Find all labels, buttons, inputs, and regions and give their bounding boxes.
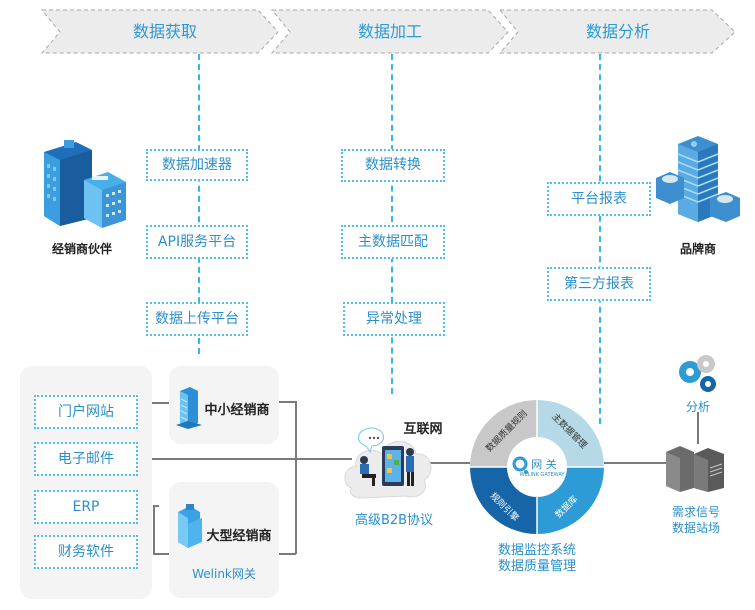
brand-building-icon xyxy=(656,136,740,222)
connector-dealers-vertical xyxy=(295,401,297,554)
step-platform-report: 平台报表 xyxy=(547,182,651,216)
stage-chevron-analysis xyxy=(498,9,736,54)
step-master-data-match: 主数据匹配 xyxy=(341,225,445,259)
internet-label: 互联网 xyxy=(403,422,443,437)
server-station-icon xyxy=(666,446,724,492)
source-portal: 门户网站 xyxy=(34,395,138,429)
ring-center-subtitle: WELINK GATEWAY xyxy=(519,472,565,478)
connector-analysis-station xyxy=(697,412,699,444)
large-dealer-label: 大型经销商 xyxy=(206,529,272,544)
connector-ring-station xyxy=(604,462,666,464)
acquisition-flow-line xyxy=(198,54,200,354)
analysis-label: 分析 xyxy=(685,400,710,414)
ring-caption-monitoring: 数据监控系统 xyxy=(497,543,576,558)
stage-banner xyxy=(40,9,736,54)
connector-large-right xyxy=(279,553,296,555)
ring-center xyxy=(507,437,567,497)
stage-label-analysis: 数据分析 xyxy=(585,22,650,41)
connector-cloud-ring xyxy=(430,462,470,464)
welink-gateway-label: Welink网关 xyxy=(192,567,256,581)
partner-building-icon xyxy=(44,140,126,228)
b2b-protocol-label: 高级B2B协议 xyxy=(354,513,434,528)
large-dealer-building-icon xyxy=(178,504,202,548)
gear-logo-icon xyxy=(512,456,528,472)
internet-cloud-icon xyxy=(344,427,432,499)
step-api-platform: API服务平台 xyxy=(146,225,248,259)
step-exception-handling: 异常处理 xyxy=(343,302,445,336)
connector-erp-bracket xyxy=(153,505,155,553)
connector-small-right xyxy=(279,401,296,403)
connector-erp-tick xyxy=(153,505,159,507)
analysis-flow-line xyxy=(599,54,601,424)
connector-finance-large xyxy=(153,553,169,555)
stage-label-acquisition: 数据获取 xyxy=(132,22,197,41)
ring-caption-quality: 数据质量管理 xyxy=(497,559,576,574)
partner-label: 经销商伙伴 xyxy=(51,242,112,256)
step-data-accelerator: 数据加速器 xyxy=(146,149,248,181)
processing-flow-line xyxy=(391,54,393,394)
stage-label-processing: 数据加工 xyxy=(357,22,422,41)
step-third-party-report: 第三方报表 xyxy=(547,267,651,301)
step-data-conversion: 数据转换 xyxy=(341,149,445,182)
gateway-ring xyxy=(470,400,604,534)
source-erp: ERP xyxy=(34,490,138,524)
connector-email-cloud xyxy=(152,458,352,460)
connector-portal-small xyxy=(152,402,169,404)
small-dealer-building-icon xyxy=(176,387,202,429)
small-dealer-label: 中小经销商 xyxy=(204,403,270,418)
brand-label: 品牌商 xyxy=(679,242,716,256)
stage-chevron-processing xyxy=(270,9,509,54)
step-upload-platform: 数据上传平台 xyxy=(146,302,248,336)
station-label-line1: 需求信号 xyxy=(671,505,720,519)
source-email: 电子邮件 xyxy=(34,442,138,476)
station-label-line2: 数据站场 xyxy=(671,521,720,535)
analysis-gears-icon xyxy=(679,355,716,392)
source-finance: 财务软件 xyxy=(34,535,138,569)
stage-chevron-acquisition xyxy=(40,9,279,54)
ring-center-title: 网 关 xyxy=(531,458,557,471)
